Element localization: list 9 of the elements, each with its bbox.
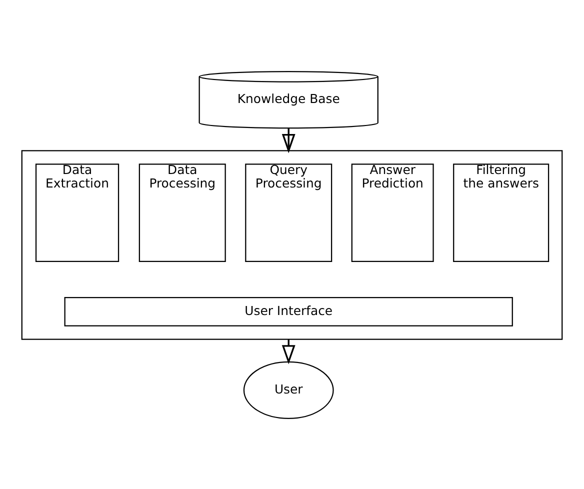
node-box: User Interface: [64, 296, 513, 326]
node-ellipse: User: [243, 360, 334, 419]
node-box: Answer Prediction: [351, 163, 434, 262]
node-box: Data Extraction: [35, 163, 120, 262]
node-box: Data Processing: [138, 163, 226, 262]
arrow: [282, 128, 296, 153]
node-box: Query Processing: [245, 163, 332, 262]
cluster: [21, 150, 563, 340]
node-box: Filtering the answers: [453, 163, 550, 262]
